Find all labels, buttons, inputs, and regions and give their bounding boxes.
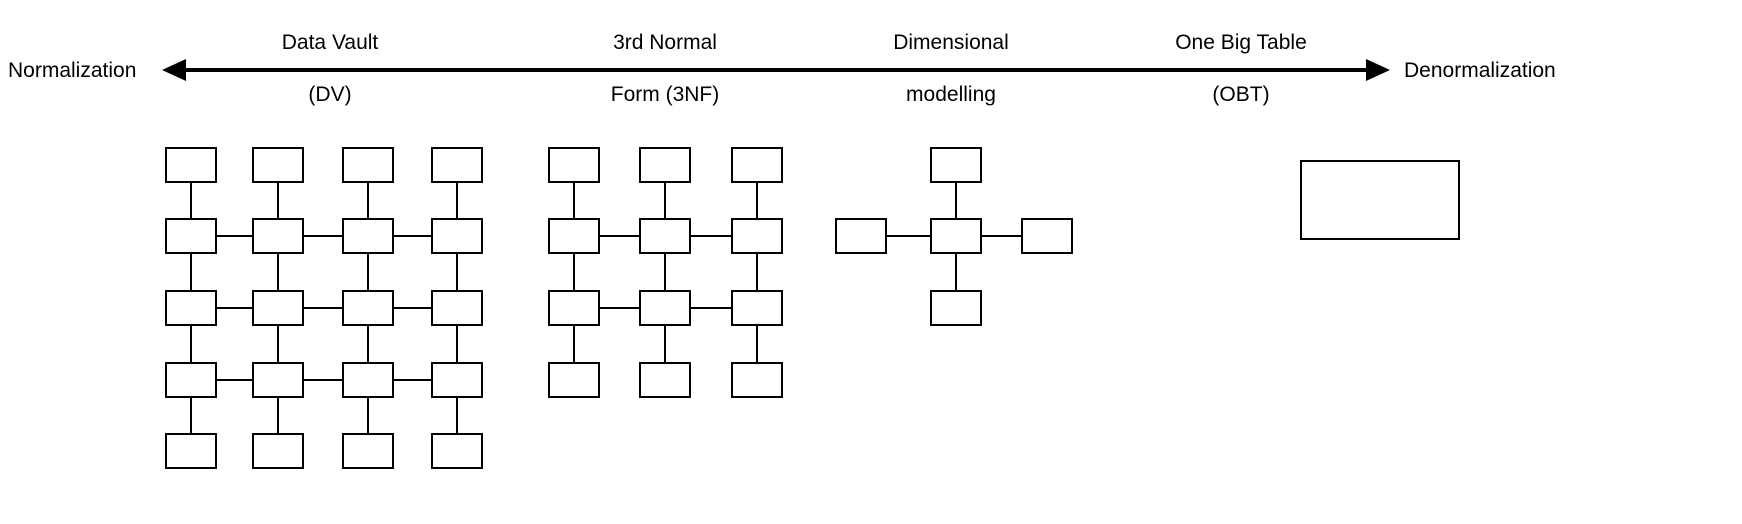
table-node (165, 362, 217, 398)
connector-horizontal (217, 235, 252, 237)
table-node (252, 433, 304, 469)
connector-vertical (277, 326, 279, 362)
table-node (639, 362, 691, 398)
table-node (431, 290, 483, 326)
connector-vertical (456, 398, 458, 433)
dimension-table-node (835, 218, 887, 254)
table-node (548, 290, 600, 326)
connector-vertical (277, 183, 279, 218)
connector-vertical (190, 398, 192, 433)
column-header-line2: (DV) (308, 83, 352, 106)
dimension-table-node (1021, 218, 1073, 254)
table-node (165, 218, 217, 254)
double-headed-arrow-icon (162, 59, 1390, 81)
connector-vertical (367, 326, 369, 362)
column-header-line2: modelling (906, 83, 996, 106)
connector-horizontal (600, 307, 639, 309)
connector-vertical (190, 326, 192, 362)
table-node (342, 362, 394, 398)
connector-vertical (756, 326, 758, 362)
table-node (639, 147, 691, 183)
connector-vertical (190, 254, 192, 290)
connector-horizontal (394, 379, 431, 381)
table-node (639, 290, 691, 326)
connector-vertical (277, 254, 279, 290)
dimension-table-node (930, 147, 982, 183)
connector-horizontal (304, 235, 342, 237)
table-node (548, 147, 600, 183)
normalization-label: Normalization (8, 59, 137, 82)
table-node (252, 362, 304, 398)
one-big-table-node (1300, 160, 1460, 240)
connector-horizontal (304, 379, 342, 381)
connector-vertical (367, 254, 369, 290)
connector-horizontal (982, 235, 1021, 237)
table-node (342, 433, 394, 469)
column-header-line1: 3rd Normal (613, 31, 717, 54)
table-node (431, 362, 483, 398)
connector-vertical (664, 326, 666, 362)
connector-vertical (190, 183, 192, 218)
column-header-line2: Form (3NF) (610, 83, 720, 106)
connector-vertical (456, 326, 458, 362)
column-header-line2: (OBT) (1212, 83, 1270, 106)
connector-vertical (573, 183, 575, 218)
connector-vertical (456, 254, 458, 290)
column-header-line1: Data Vault (281, 31, 379, 54)
connector-vertical (456, 183, 458, 218)
connector-vertical (277, 398, 279, 433)
column-header-dimensional: Dimensional modelling (842, 4, 1060, 134)
table-node (252, 290, 304, 326)
connector-horizontal (691, 307, 731, 309)
table-node (165, 147, 217, 183)
connector-vertical (573, 326, 575, 362)
table-node (731, 362, 783, 398)
table-node (165, 433, 217, 469)
connector-vertical (756, 254, 758, 290)
dimension-table-node (930, 290, 982, 326)
connector-vertical (367, 398, 369, 433)
connector-vertical (664, 254, 666, 290)
connector-vertical (573, 254, 575, 290)
table-node (731, 218, 783, 254)
connector-vertical (955, 254, 957, 290)
connector-horizontal (887, 235, 930, 237)
table-node (431, 147, 483, 183)
connector-horizontal (600, 235, 639, 237)
connector-horizontal (304, 307, 342, 309)
table-node (252, 147, 304, 183)
table-node (731, 147, 783, 183)
table-node (431, 218, 483, 254)
table-node (342, 290, 394, 326)
table-node (431, 433, 483, 469)
column-header-line1: One Big Table (1175, 31, 1307, 54)
connector-horizontal (394, 235, 431, 237)
fact-table-node (930, 218, 982, 254)
connector-vertical (367, 183, 369, 218)
column-header-3nf: 3rd Normal Form (3NF) (558, 4, 772, 134)
table-node (342, 147, 394, 183)
connector-horizontal (217, 307, 252, 309)
table-node (548, 218, 600, 254)
table-node (252, 218, 304, 254)
connector-horizontal (394, 307, 431, 309)
connector-vertical (664, 183, 666, 218)
connector-vertical (756, 183, 758, 218)
connector-horizontal (691, 235, 731, 237)
table-node (639, 218, 691, 254)
column-header-one-big-table: One Big Table (OBT) (1134, 4, 1348, 134)
denormalization-label: Denormalization (1404, 59, 1556, 82)
table-node (731, 290, 783, 326)
connector-vertical (955, 183, 957, 218)
column-header-data-vault: Data Vault (DV) (220, 4, 440, 134)
table-node (165, 290, 217, 326)
table-node (342, 218, 394, 254)
column-header-line1: Dimensional (893, 31, 1009, 54)
table-node (548, 362, 600, 398)
connector-horizontal (217, 379, 252, 381)
